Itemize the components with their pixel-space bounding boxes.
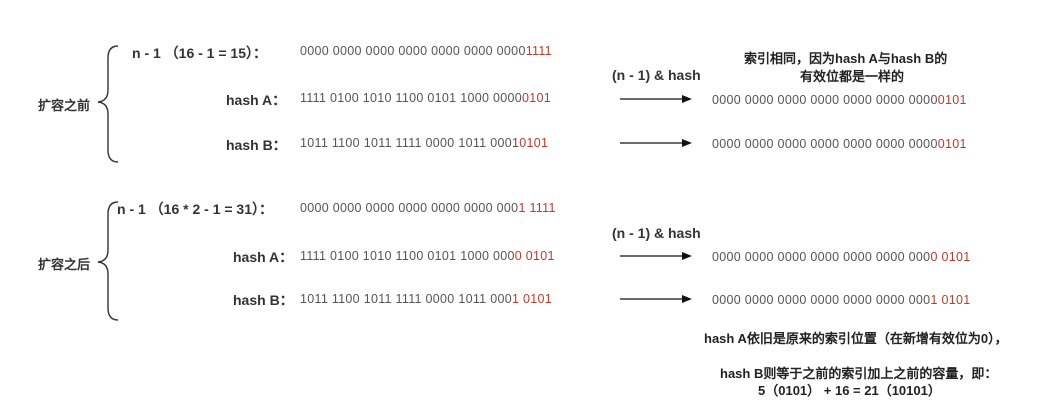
hash-a-bits-before: 1111 0100 1010 1100 0101 1000 00000101 <box>300 91 551 105</box>
hash-b-bits-after: 1011 1100 1011 1111 0000 1011 0001 0101 <box>300 292 552 306</box>
arrow-before-b <box>620 139 692 147</box>
arrow-after-a <box>620 252 692 260</box>
section-label-after: 扩容之后 <box>38 257 91 272</box>
result-b-after: 0000 0000 0000 0000 0000 0000 0001 0101 <box>712 293 971 307</box>
mask-bits-before: 0000 0000 0000 0000 0000 0000 00001111 <box>300 44 552 58</box>
result-a-after: 0000 0000 0000 0000 0000 0000 0000 0101 <box>712 250 971 264</box>
mask-label-after: n - 1 （16 * 2 - 1 = 31）： <box>117 201 274 217</box>
hash-b-label-after: hash B： <box>233 292 294 308</box>
mask-bits-after: 0000 0000 0000 0000 0000 0000 0001 1111 <box>300 201 556 215</box>
result-a-before: 0000 0000 0000 0000 0000 0000 00000101 <box>712 93 967 107</box>
arrow-before-a <box>620 95 692 103</box>
op-label-before: (n - 1) & hash <box>612 67 701 83</box>
section-label-before: 扩容之前 <box>38 98 91 113</box>
op-label-after: (n - 1) & hash <box>612 225 701 241</box>
note-before-line1: 索引相同，因为hash A与hash B的 <box>744 51 948 66</box>
note-after-line2: hash B则等于之前的索引加上之前的容量，即： <box>720 366 998 381</box>
result-b-before: 0000 0000 0000 0000 0000 0000 00000101 <box>712 137 967 151</box>
note-after-line1: hash A依旧是原来的索引位置（在新增有效位为0）， <box>704 331 1008 346</box>
hash-a-label-after: hash A： <box>233 249 294 265</box>
note-after-line3: 5（0101） + 16 = 21（10101） <box>758 383 941 398</box>
brace-after <box>97 201 119 321</box>
mask-label-before: n - 1 （16 - 1 = 15）： <box>132 45 267 61</box>
note-before-line2: 有效位都是一样的 <box>800 69 905 84</box>
brace-before <box>97 45 119 163</box>
hash-b-bits-before: 1011 1100 1011 1111 0000 1011 00010101 <box>300 136 549 150</box>
hash-a-bits-after: 1111 0100 1010 1100 0101 1000 0000 0101 <box>300 249 555 263</box>
hash-b-label-before: hash B： <box>226 137 287 153</box>
hash-a-label-before: hash A： <box>226 92 287 108</box>
arrow-after-b <box>620 295 692 303</box>
